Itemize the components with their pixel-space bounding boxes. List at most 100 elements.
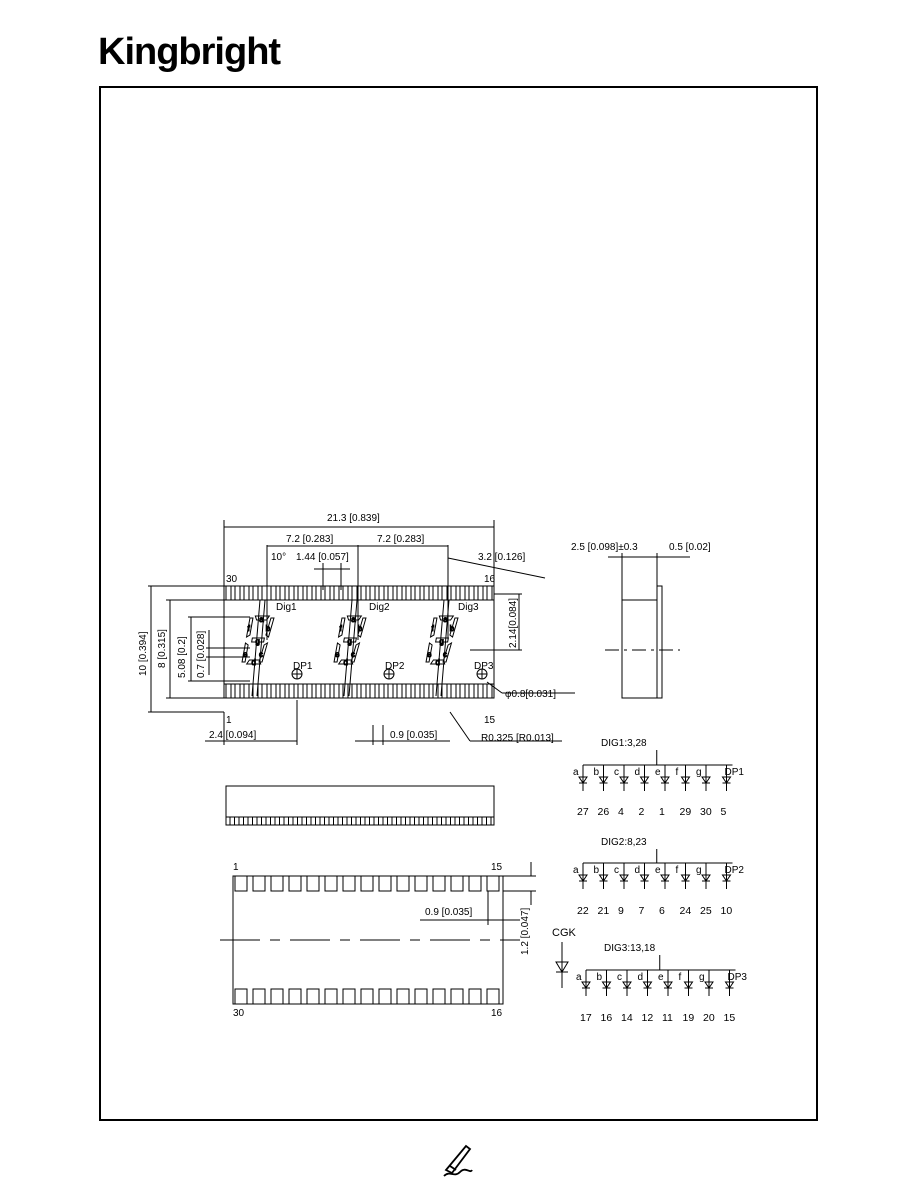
- pin-pad: [297, 585, 304, 601]
- dim-thickness: 2.5 [0.098]±0.3: [571, 542, 638, 553]
- front-body-outline: [223, 585, 495, 699]
- pin-pad: [486, 988, 500, 1005]
- pin-pad: [486, 585, 493, 601]
- digit-segment-label: d: [344, 658, 348, 667]
- circuit-pin-number: 26: [598, 806, 610, 818]
- front-top-pads: [225, 585, 493, 601]
- diode-icon: [683, 981, 694, 989]
- bottom-pin-15: 15: [491, 862, 503, 873]
- pin-pad: [324, 988, 338, 1005]
- pin-pad: [324, 683, 331, 699]
- digit-segment-label: a: [259, 615, 264, 624]
- pin-pad: [396, 988, 410, 1005]
- circuit-pin-number: 4: [618, 806, 624, 818]
- pin-pad: [414, 585, 421, 601]
- dim-height-10: 10 [0.394]: [138, 631, 149, 676]
- diode-icon: [642, 981, 653, 989]
- circuit-segment-label: e: [655, 865, 661, 876]
- pin-pad: [243, 683, 250, 699]
- circuit-pin-number: 21: [598, 905, 610, 917]
- pin-pad: [288, 683, 295, 699]
- label-dp3: DP3: [474, 661, 494, 672]
- pin-pad: [405, 683, 412, 699]
- diode-icon: [680, 874, 691, 882]
- cgk-label: CGK: [552, 927, 577, 939]
- circuit-pin-number: 6: [659, 905, 665, 917]
- digit-segment-label: d: [252, 658, 256, 667]
- circuit-pin-number: 29: [680, 806, 692, 818]
- front-pin-1: 1: [226, 715, 232, 726]
- pin-pad: [396, 585, 403, 601]
- pin-pad: [450, 683, 457, 699]
- diode-icon: [701, 874, 711, 882]
- pin-pad: [270, 988, 284, 1005]
- dim-pitch-144: 1.44 [0.057]: [296, 552, 349, 563]
- pin-pad: [396, 875, 410, 892]
- cgk-diode-icon: [555, 942, 569, 988]
- digit-segment-label: b: [358, 624, 363, 633]
- pin-pad: [351, 683, 358, 699]
- circuit-segment-label: f: [676, 767, 679, 778]
- pin-pad: [234, 875, 248, 892]
- pin-pad: [486, 683, 493, 699]
- pin-pad: [270, 585, 277, 601]
- digit-segment-label: f: [432, 624, 435, 633]
- bottom-view: [220, 862, 536, 1005]
- pin-pad: [369, 585, 376, 601]
- pin-pad: [477, 683, 484, 699]
- diode-icon: [619, 874, 629, 882]
- bottom-dim-pad-12: 1.2 [0.047]: [520, 908, 531, 955]
- pin-pad: [333, 585, 340, 601]
- diode-icon: [639, 776, 650, 784]
- front-pin-30: 30: [226, 574, 238, 585]
- pin-pad: [360, 683, 367, 699]
- circuit-pin-number: 19: [683, 1012, 695, 1024]
- label-dig2: Dig2: [369, 602, 390, 613]
- diode-icon: [639, 874, 650, 882]
- circuit-pin-number: 25: [700, 905, 712, 917]
- circuit-pin-number: 16: [601, 1012, 613, 1024]
- label-dig1: Dig1: [276, 602, 297, 613]
- pin-pad: [432, 988, 446, 1005]
- pin-pad: [378, 585, 385, 601]
- digit-segment-label: c: [443, 650, 447, 659]
- pin-pad: [468, 585, 475, 601]
- circuit-pin-number: 2: [639, 806, 645, 818]
- circuit-segment-label: b: [594, 865, 600, 876]
- circuit-pin-number: 14: [621, 1012, 633, 1024]
- pin-pad: [342, 585, 349, 601]
- pen-signature-icon: [443, 1144, 473, 1177]
- pin-pad: [315, 683, 322, 699]
- pin-pad: [441, 585, 448, 601]
- digit-segment-label: g: [255, 637, 259, 646]
- circuit-segment-label: b: [594, 767, 600, 778]
- pin-pad: [324, 875, 338, 892]
- label-dig3: Dig3: [458, 602, 479, 613]
- circuit-common-label: DIG1:3,28: [601, 738, 647, 749]
- pin-pad: [279, 683, 286, 699]
- circuit-pin-number: 9: [618, 905, 624, 917]
- pin-pad: [306, 683, 313, 699]
- dim-lead: 0.5 [0.02]: [669, 542, 711, 553]
- circuit-segment-label: c: [617, 972, 622, 983]
- dim-07: 0.7 [0.028]: [196, 631, 207, 678]
- pin-pad: [477, 585, 484, 601]
- pin-pad: [315, 585, 322, 601]
- digit-segment-label: a: [351, 615, 356, 624]
- pin-pad: [270, 875, 284, 892]
- circuit-pin-number: 27: [577, 806, 589, 818]
- dim-pad-09: 0.9 [0.035]: [390, 730, 437, 741]
- circuit-pin-number: 1: [659, 806, 665, 818]
- pin-pad: [423, 585, 430, 601]
- pin-pad: [468, 875, 482, 892]
- pin-pad: [288, 585, 295, 601]
- pin-pad: [414, 988, 428, 1005]
- pin-pad: [423, 683, 430, 699]
- pin-pad: [252, 683, 259, 699]
- label-dp2: DP2: [385, 661, 405, 672]
- dim-214: 2.14[0.084]: [508, 598, 519, 648]
- front-pin-16: 16: [484, 574, 496, 585]
- circuit-pin-number: 24: [680, 905, 692, 917]
